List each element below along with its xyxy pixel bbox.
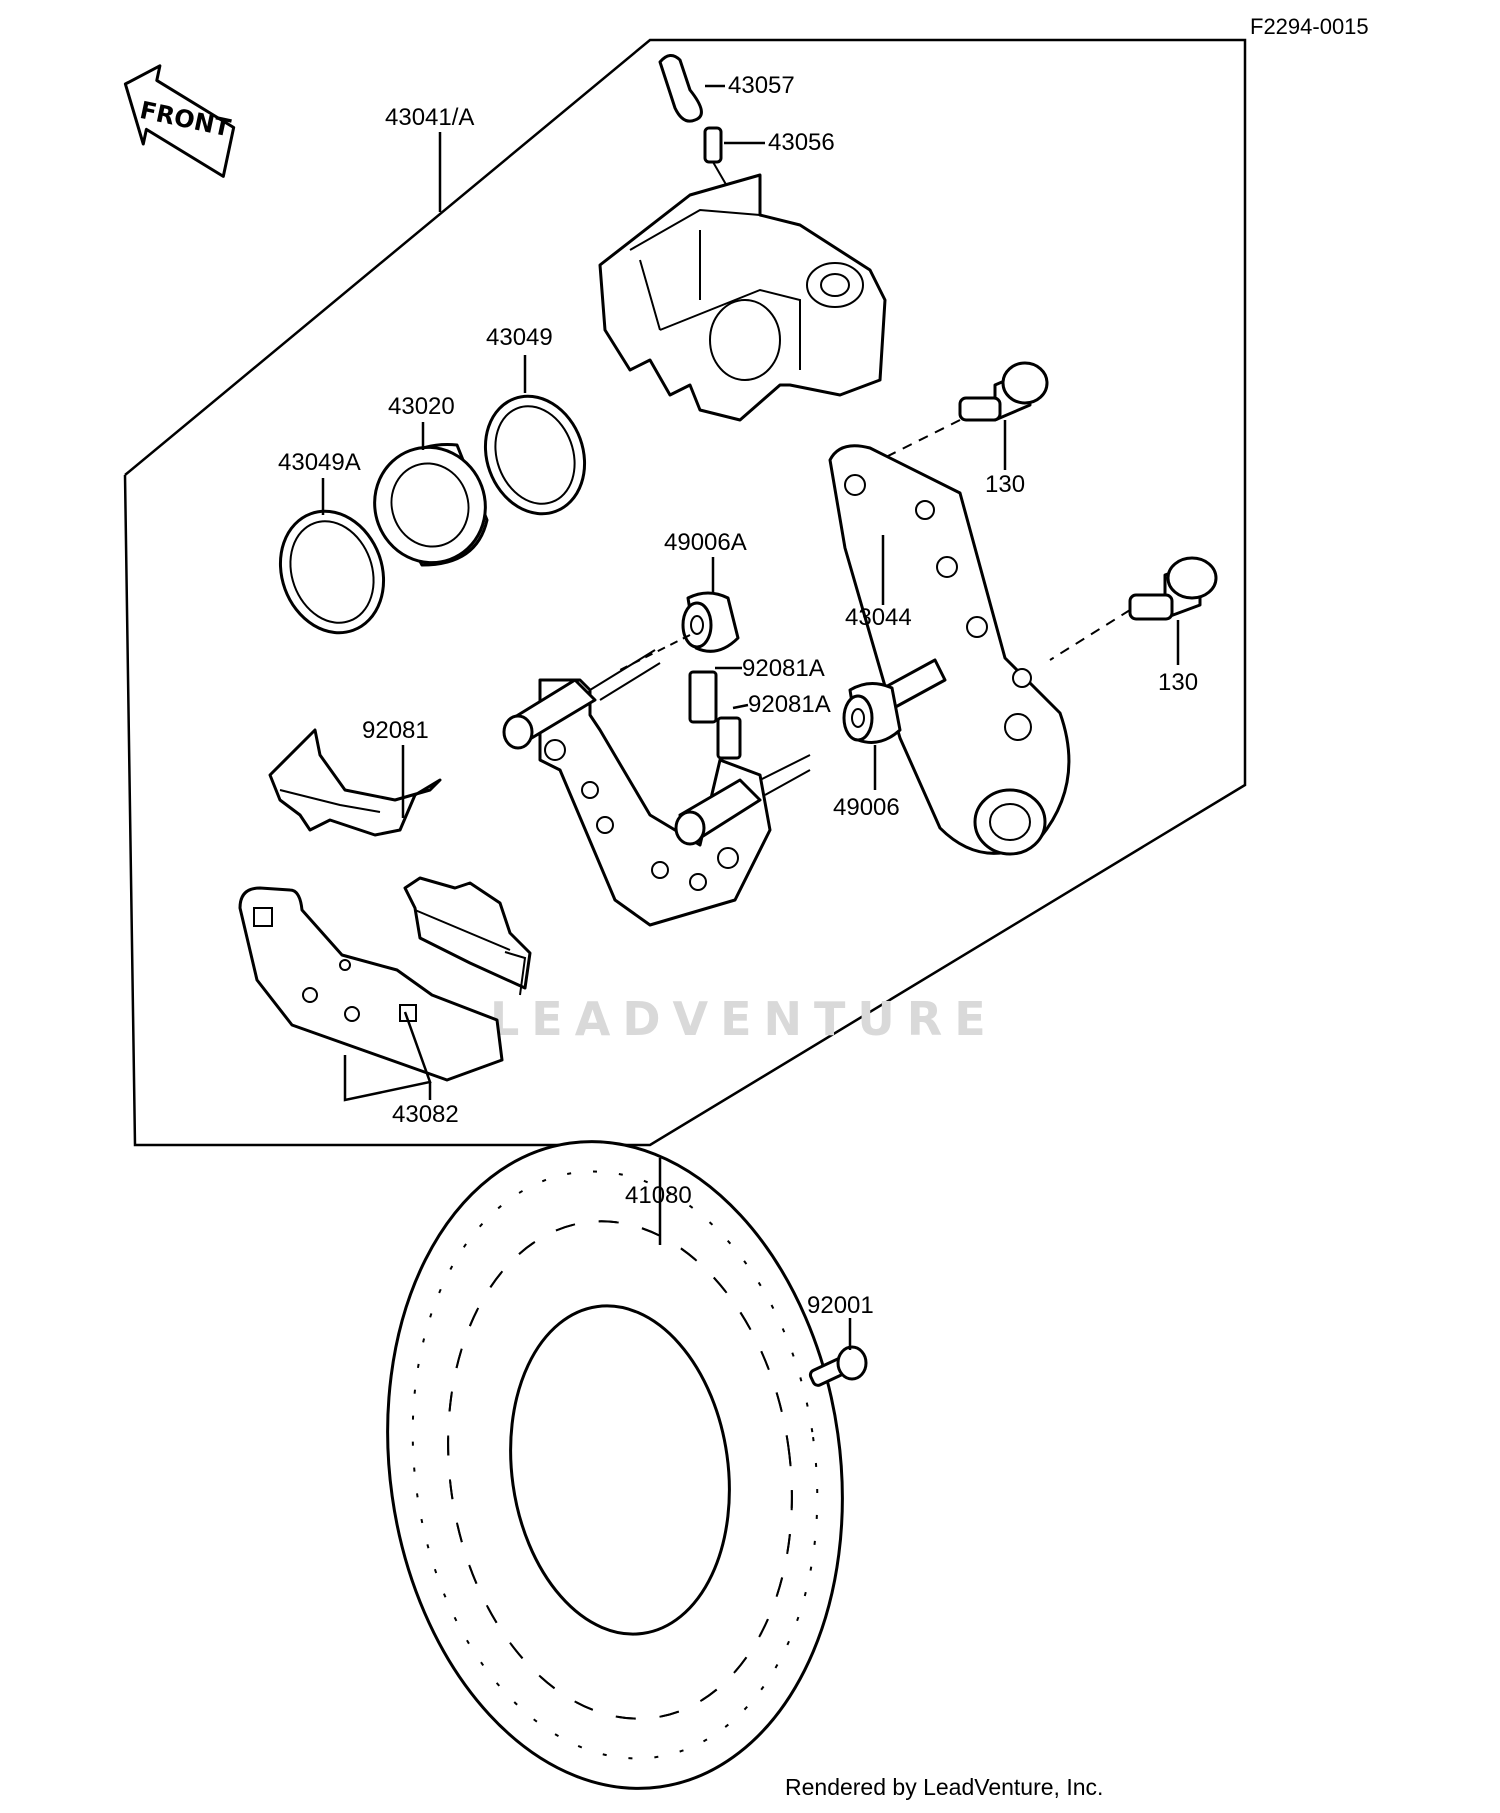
label-43049: 43049 <box>486 324 553 351</box>
label-43056: 43056 <box>768 129 835 156</box>
label-43082: 43082 <box>392 1101 459 1128</box>
label-43041A: 43041/A <box>385 104 474 131</box>
watermark: LEADVENTURE <box>490 992 998 1046</box>
caliper-assembly-outline <box>123 38 1247 1147</box>
part-43057-clip <box>658 54 703 123</box>
part-92081A-clip-lower <box>716 716 742 760</box>
label-49006: 49006 <box>833 794 900 821</box>
part-43049A-dust-seal <box>278 509 386 635</box>
label-41080: 41080 <box>625 1182 692 1209</box>
label-130-lower: 130 <box>1158 669 1198 696</box>
part-43049-piston-seal <box>483 394 587 516</box>
part-pad-holder-bracket <box>502 649 811 927</box>
label-130-upper: 130 <box>985 471 1025 498</box>
leader-43082 <box>343 1011 432 1102</box>
footer-credit: Rendered by LeadVenture, Inc. <box>785 1774 1103 1800</box>
label-92081: 92081 <box>362 717 429 744</box>
label-43020: 43020 <box>388 393 455 420</box>
part-43082-brake-pad-right <box>403 876 532 996</box>
label-43057: 43057 <box>728 72 795 99</box>
part-130-bolt-upper <box>958 361 1049 422</box>
part-92001-disc-bolt <box>808 1345 868 1387</box>
label-92081A-upper: 92081A <box>742 655 825 682</box>
part-41080-brake-disc <box>386 1140 844 1790</box>
part-130-bolt-lower <box>1128 556 1218 621</box>
dashed-axis-lower <box>1049 609 1131 661</box>
label-92081A-lower: 92081A <box>748 691 831 718</box>
label-49006A: 49006A <box>664 529 747 556</box>
part-caliper-body <box>598 173 887 422</box>
part-43044-caliper-bracket <box>828 444 1071 856</box>
part-49006A-boot <box>681 591 740 653</box>
label-43044: 43044 <box>845 604 912 631</box>
label-43049A: 43049A <box>278 449 361 476</box>
part-43082-brake-pad-left <box>238 886 504 1082</box>
front-arrow-icon: FRONT <box>123 64 236 178</box>
part-49006-boot <box>842 658 947 744</box>
figure-code: F2294-0015 <box>1250 14 1369 39</box>
label-92001: 92001 <box>807 1292 874 1319</box>
leader-92081A-lower <box>732 703 749 710</box>
part-92081-pad-spring <box>268 728 442 837</box>
part-43020-piston <box>373 443 489 567</box>
part-92081A-clip-upper <box>688 670 718 724</box>
